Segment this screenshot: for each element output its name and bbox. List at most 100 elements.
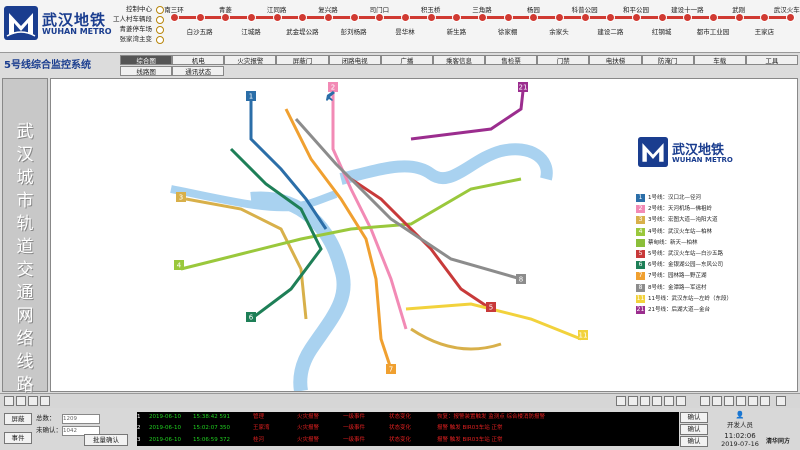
control-item-substation[interactable]: 张家湾主变 xyxy=(108,34,164,44)
route-station-dot[interactable] xyxy=(503,13,513,22)
route-station-label: 三角路 xyxy=(472,6,492,14)
tab-12[interactable]: 工具 xyxy=(745,55,798,65)
route-station-dot[interactable] xyxy=(683,13,693,22)
route-station-dot[interactable] xyxy=(401,13,410,22)
left-title-panel: 武汉城市轨道交通网络线路图 xyxy=(2,78,48,418)
tab-3[interactable]: 屏蔽门 xyxy=(276,55,329,65)
route-station-dot[interactable] xyxy=(478,13,487,22)
route-station-dot[interactable] xyxy=(632,13,641,22)
alarm-level: 一级事件 xyxy=(343,425,366,432)
tab-5[interactable]: 广播 xyxy=(380,55,433,65)
fit-view-icon[interactable] xyxy=(28,396,38,406)
bulk-confirm-button[interactable]: 批量确认 xyxy=(84,434,128,446)
map-line-badge-label: 1 xyxy=(249,93,253,101)
user-role: 开发人员 xyxy=(727,421,753,429)
map-metro-logo: 武汉地铁 WUHAN METRO xyxy=(638,137,748,171)
tool-icon-7[interactable] xyxy=(700,396,710,406)
tab-1[interactable]: 机电 xyxy=(172,55,225,65)
print-icon[interactable] xyxy=(40,396,50,406)
map-line-badge xyxy=(246,91,256,101)
legend-line-badge: 4 xyxy=(636,227,645,236)
route-station-dot[interactable] xyxy=(375,13,385,22)
route-station-dot[interactable] xyxy=(247,13,256,22)
route-station-dot[interactable] xyxy=(555,13,564,22)
route-station-dot[interactable] xyxy=(734,13,744,22)
line-21-path xyxy=(410,90,525,141)
route-station-dot[interactable] xyxy=(606,13,616,22)
route-station-dot[interactable] xyxy=(349,13,359,22)
user-clock-panel: 👤 开发人员 11:02:06 2019-07-16 xyxy=(712,408,768,448)
tool-icon-2[interactable] xyxy=(628,396,638,406)
tab-2[interactable]: 火灾报警 xyxy=(224,55,277,65)
tool-icon-8[interactable] xyxy=(712,396,722,406)
zoom-in-icon[interactable] xyxy=(4,396,14,406)
route-station-dot[interactable] xyxy=(426,13,436,22)
legend-line-badge: 21 xyxy=(636,305,645,314)
subtab-0[interactable]: 线路图 xyxy=(120,66,173,76)
brand-label: 清华同方 xyxy=(766,438,791,445)
status-dot-icon xyxy=(156,16,164,24)
route-station-dot[interactable] xyxy=(709,13,718,22)
route-station-dot[interactable] xyxy=(170,13,179,22)
status-dot-icon xyxy=(156,26,164,34)
route-station-dot[interactable] xyxy=(580,13,590,22)
route-station-dot[interactable] xyxy=(298,13,308,22)
confirm-button-1[interactable]: 确认 xyxy=(680,412,708,423)
route-station-dot[interactable] xyxy=(452,13,462,22)
route-station-label: 昙华林 xyxy=(395,28,415,36)
route-station-dot[interactable] xyxy=(786,13,795,22)
route-station-label: 王家店 xyxy=(754,28,775,36)
route-station-dot[interactable] xyxy=(195,13,205,22)
alarm-idx: 1 xyxy=(137,414,141,420)
line-7-path xyxy=(284,108,393,370)
alarm-date: 2019-06-10 xyxy=(149,425,181,432)
mute-button[interactable]: 屏蔽 xyxy=(4,413,32,425)
control-item-parking[interactable]: 青菱停车场 xyxy=(108,24,164,34)
subtab-1[interactable]: 通讯状态 xyxy=(172,66,225,76)
metro-logo-icon xyxy=(638,137,668,167)
route-station-dot[interactable] xyxy=(324,13,333,22)
tab-0[interactable]: 综合图 xyxy=(120,55,173,65)
tab-10[interactable]: 防淹门 xyxy=(641,55,694,65)
tool-icon-6[interactable] xyxy=(676,396,686,406)
route-station-label: 南三环 xyxy=(164,6,184,14)
control-item-center[interactable]: 控制中心 xyxy=(108,4,164,14)
map-line-badge xyxy=(386,364,396,374)
tab-11[interactable]: 车载 xyxy=(693,55,746,65)
route-station-dot[interactable] xyxy=(760,13,770,22)
tab-7[interactable]: 售检票 xyxy=(485,55,538,65)
legend-line-badge: 6 xyxy=(636,261,645,270)
route-station-label: 建设十一路 xyxy=(671,6,704,14)
tool-icon-5[interactable] xyxy=(664,396,674,406)
zoom-out-icon[interactable] xyxy=(16,396,26,406)
confirm-button-2[interactable]: 确认 xyxy=(680,424,708,435)
tab-6[interactable]: 乘客信息 xyxy=(432,55,486,65)
tool-icon-3[interactable] xyxy=(640,396,650,406)
tab-4[interactable]: 闭路电视 xyxy=(328,55,381,65)
map-line-badge-label: 3 xyxy=(179,194,183,202)
tool-icon-4[interactable] xyxy=(652,396,662,406)
route-station-dot[interactable] xyxy=(272,13,282,22)
route-station-label: 新生路 xyxy=(446,28,467,36)
tool-icon-13[interactable] xyxy=(776,396,786,406)
tool-icon-1[interactable] xyxy=(616,396,626,406)
map-line-badge xyxy=(246,312,256,322)
tool-icon-12[interactable] xyxy=(760,396,770,406)
tool-icon-11[interactable] xyxy=(748,396,758,406)
route-station-dot[interactable] xyxy=(221,13,231,22)
confirm-button-3[interactable]: 确认 xyxy=(680,436,708,447)
tab-8[interactable]: 门禁 xyxy=(537,55,590,65)
control-item-depot[interactable]: 工人村车辆段 xyxy=(108,14,164,24)
tool-icon-10[interactable] xyxy=(736,396,746,406)
event-button[interactable]: 事件 xyxy=(4,432,32,444)
route-station-dot[interactable] xyxy=(657,13,667,22)
route-station-dot[interactable] xyxy=(529,13,539,22)
tool-icon-9[interactable] xyxy=(724,396,734,406)
tab-9[interactable]: 电扶梯 xyxy=(589,55,642,65)
